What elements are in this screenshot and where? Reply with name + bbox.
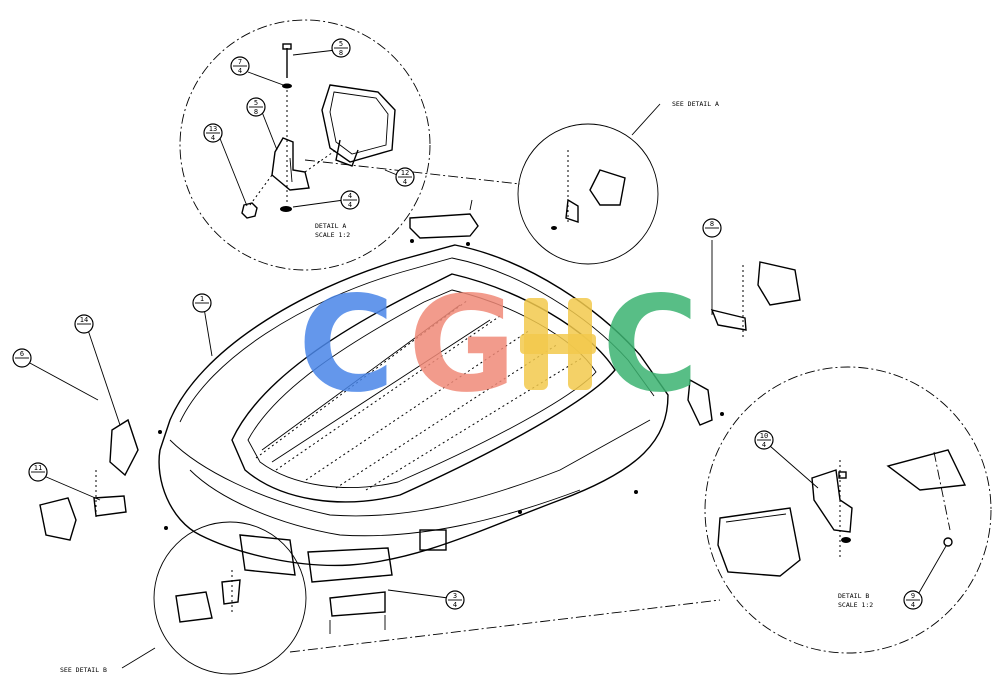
callout-balloon: 11 <box>28 462 48 482</box>
svg-text:8: 8 <box>254 108 258 116</box>
watermark-letter: C <box>298 268 395 422</box>
svg-text:8: 8 <box>339 49 343 57</box>
leader-lines <box>27 199 473 599</box>
watermark-mid-glyph <box>520 298 596 390</box>
svg-text:3: 3 <box>453 592 457 600</box>
svg-text:4: 4 <box>911 601 915 609</box>
callout-balloon: 134 <box>203 123 223 143</box>
detail-b: DETAIL B SCALE 1:2 <box>704 366 992 654</box>
svg-text:4: 4 <box>348 192 352 200</box>
callout-balloons: 58 74 58 134 44 124 8 1 <box>12 38 923 610</box>
see-detail-a-label: SEE DETAIL A <box>672 100 719 108</box>
callout-balloon: 6 <box>12 348 32 368</box>
detail-a-reference: SEE DETAIL A <box>304 100 719 265</box>
see-detail-b-label: SEE DETAIL B <box>60 666 107 674</box>
roof-assembly <box>39 213 801 634</box>
callout-balloon: 58 <box>331 38 351 58</box>
svg-text:1: 1 <box>200 295 204 303</box>
callout-balloon: 58 <box>246 97 266 117</box>
detail-b-reference: SEE DETAIL B <box>60 521 721 675</box>
svg-text:5: 5 <box>339 40 343 48</box>
svg-text:4: 4 <box>238 67 242 75</box>
callout-balloon: 1 <box>192 293 212 313</box>
svg-text:5: 5 <box>254 99 258 107</box>
svg-text:11: 11 <box>34 464 42 472</box>
callout-balloon: 8 <box>702 218 722 238</box>
svg-text:7: 7 <box>238 58 242 66</box>
watermark: C G C <box>298 268 699 422</box>
watermark-letter: G <box>408 268 516 422</box>
detail-a: DETAIL A SCALE 1:2 <box>179 19 431 271</box>
callout-balloon: 44 <box>340 190 360 210</box>
svg-text:9: 9 <box>911 592 915 600</box>
detail-b-scale: SCALE 1:2 <box>838 601 873 609</box>
callout-balloon: 34 <box>445 590 465 610</box>
callout-balloon: 104 <box>754 430 774 450</box>
svg-text:6: 6 <box>20 350 24 358</box>
svg-text:8: 8 <box>710 220 714 228</box>
svg-text:10: 10 <box>760 432 768 440</box>
callout-balloon: 74 <box>230 56 250 76</box>
detail-a-scale: SCALE 1:2 <box>315 231 350 239</box>
svg-text:14: 14 <box>80 316 88 324</box>
detail-a-title: DETAIL A <box>315 222 346 230</box>
svg-text:13: 13 <box>209 125 217 133</box>
callout-balloon: 14 <box>74 314 94 334</box>
svg-text:4: 4 <box>348 201 352 209</box>
svg-text:12: 12 <box>401 169 409 177</box>
svg-text:4: 4 <box>211 134 215 142</box>
callout-balloon: 124 <box>395 167 415 187</box>
svg-text:4: 4 <box>403 178 407 186</box>
watermark-letter: C <box>602 268 699 422</box>
svg-text:4: 4 <box>453 601 457 609</box>
callout-balloon: 94 <box>903 590 923 610</box>
detail-b-title: DETAIL B <box>838 592 869 600</box>
svg-text:4: 4 <box>762 441 766 449</box>
